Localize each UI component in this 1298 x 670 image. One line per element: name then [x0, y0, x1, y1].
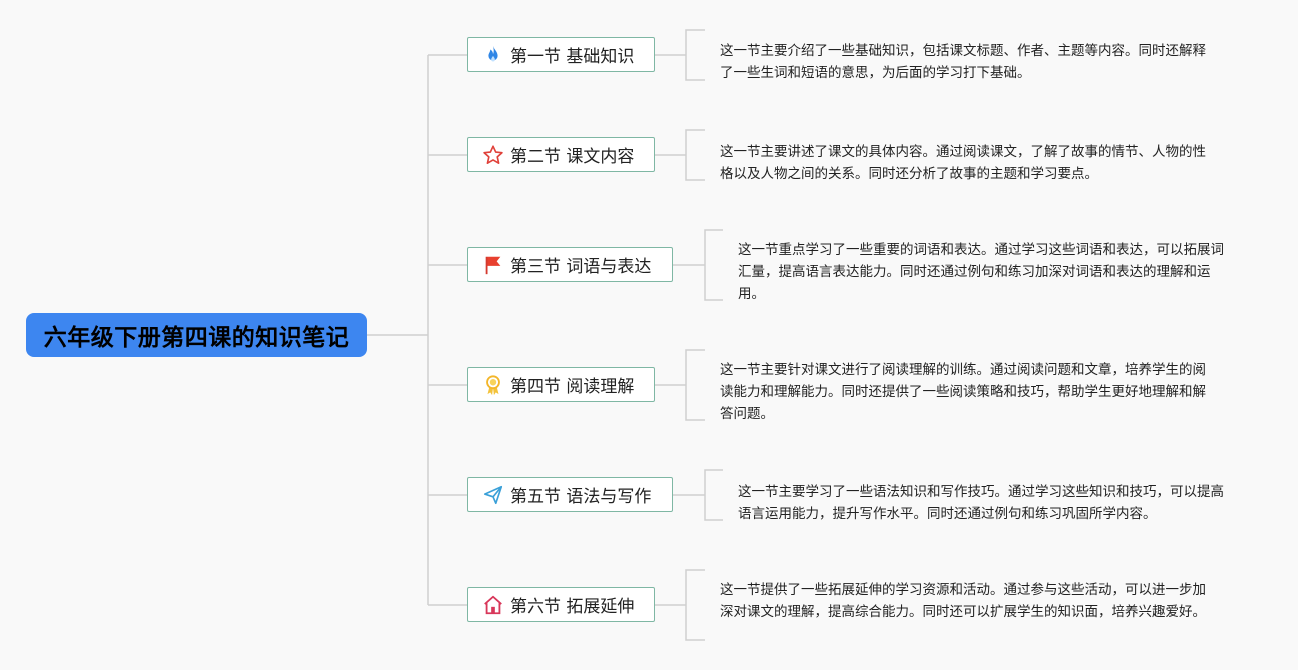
root-topic[interactable]: 六年级下册第四课的知识笔记 [26, 313, 367, 357]
section-node-6[interactable]: 第六节 拓展延伸 [467, 587, 655, 622]
section-description-1: 这一节主要介绍了一些基础知识，包括课文标题、作者、主题等内容。同时还解释了一些生… [720, 43, 1206, 81]
section-node-1[interactable]: 第一节 基础知识 [467, 37, 655, 72]
flag-icon [482, 254, 504, 276]
award-ribbon-icon [482, 374, 504, 396]
section-description-4: 这一节主要针对课文进行了阅读理解的训练。通过阅读问题和文章，培养学生的阅读能力和… [720, 362, 1206, 422]
section-title: 第三节 词语与表达 [510, 257, 652, 277]
section-node-5[interactable]: 第五节 语法与写作 [467, 477, 673, 512]
section-description-5: 这一节主要学习了一些语法知识和写作技巧。通过学习这些知识和技巧，可以提高语言运用… [738, 484, 1224, 522]
section-description-3: 这一节重点学习了一些重要的词语和表达。通过学习这些词语和表达，可以拓展词汇量，提… [738, 242, 1224, 302]
section-title: 第六节 拓展延伸 [510, 597, 635, 617]
section-title: 第四节 阅读理解 [510, 377, 635, 397]
home-icon [482, 594, 504, 616]
section-description-2: 这一节主要讲述了课文的具体内容。通过阅读课文，了解了故事的情节、人物的性格以及人… [720, 144, 1206, 182]
section-node-3[interactable]: 第三节 词语与表达 [467, 247, 673, 282]
paper-plane-icon [482, 484, 504, 506]
section-node-2[interactable]: 第二节 课文内容 [467, 137, 655, 172]
star-icon [482, 144, 504, 166]
section-title: 第一节 基础知识 [510, 47, 635, 67]
fire-icon [482, 44, 504, 66]
root-title: 六年级下册第四课的知识笔记 [43, 325, 350, 351]
section-node-4[interactable]: 第四节 阅读理解 [467, 367, 655, 402]
section-description-6: 这一节提供了一些拓展延伸的学习资源和活动。通过参与这些活动，可以进一步加深对课文… [720, 582, 1206, 620]
section-title: 第五节 语法与写作 [510, 487, 652, 507]
section-title: 第二节 课文内容 [510, 147, 635, 167]
